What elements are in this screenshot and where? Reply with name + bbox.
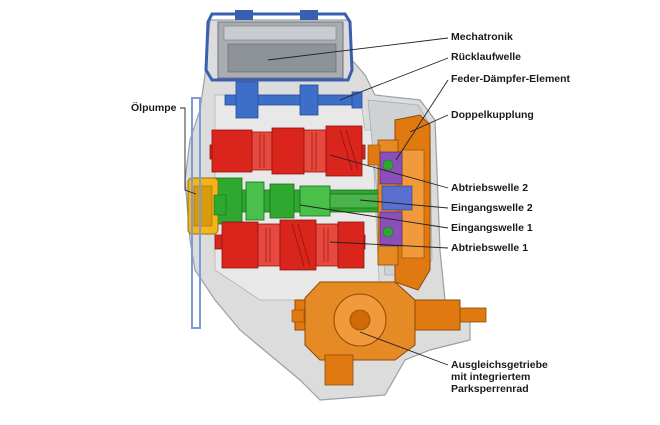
label-doppelkupplung: Doppelkupplung (451, 109, 534, 121)
leader-abtriebswelle-1 (329, 241, 449, 249)
label-feder-daempfer-element: Feder-Dämpfer-Element (451, 73, 571, 85)
eingangswelle-shafts (204, 177, 411, 225)
label-mechatronik: Mechatronik (451, 31, 513, 43)
leader-feder-daempfer (395, 79, 449, 161)
label-oelpumpe: Ölpumpe (131, 102, 177, 114)
ruecklaufwelle-shaft (224, 81, 363, 119)
label-ausgleichsgetriebe-line3: Parksperrenrad (451, 383, 529, 395)
abtriebswelle-2-gears (209, 125, 366, 177)
leader-ausgleich (359, 331, 449, 366)
leader-abtriebswelle-2 (329, 154, 449, 189)
abtriebswelle-1-gears (214, 219, 366, 271)
label-ausgleichsgetriebe-line1: Ausgleichsgetriebe (451, 359, 548, 371)
leader-mechatronik (267, 37, 449, 61)
leader-lines (180, 37, 449, 366)
feder-daempfer-element (379, 151, 413, 247)
oelpumpe-unit (187, 97, 227, 329)
leader-eingangswelle-2 (359, 199, 449, 209)
leader-eingangswelle-1 (299, 204, 449, 229)
label-ausgleichsgetriebe: Ausgleichsgetriebe mit integriertem Park… (451, 359, 591, 395)
label-eingangswelle-1: Eingangswelle 1 (451, 222, 533, 234)
label-ausgleichsgetriebe-line2: mit integriertem (451, 371, 531, 383)
label-abtriebswelle-1: Abtriebswelle 1 (451, 242, 529, 254)
label-ruecklaufwelle: Rücklaufwelle (451, 51, 522, 63)
mechatronik-unit (204, 10, 354, 82)
label-eingangswelle-2: Eingangswelle 2 (451, 202, 533, 214)
leader-ruecklaufwelle (339, 57, 449, 101)
leader-oelpumpe (180, 107, 197, 195)
ausgleichsgetriebe-assembly (291, 281, 487, 386)
leader-doppelkupplung (409, 114, 449, 133)
label-abtriebswelle-2: Abtriebswelle 2 (451, 182, 529, 194)
